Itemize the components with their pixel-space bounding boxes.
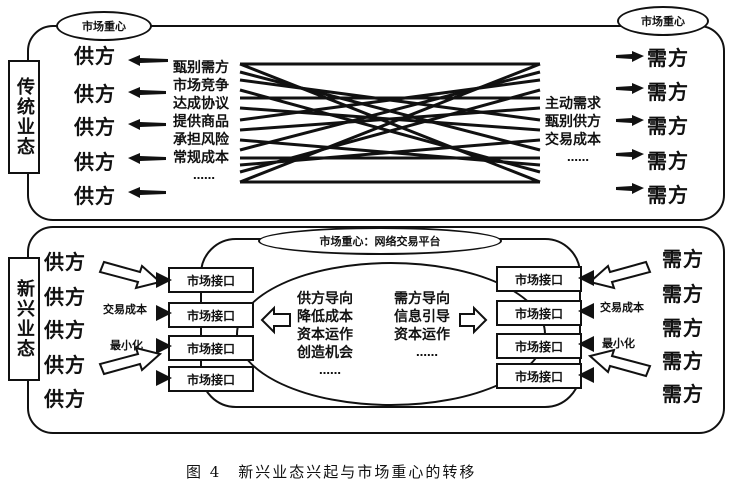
market-focus-oval-right: 市场重心 <box>617 6 709 36</box>
guide-arrows <box>260 305 488 335</box>
market-interface-left: 市场接口 <box>168 302 254 328</box>
platform-inner-oval <box>236 262 546 406</box>
cost-label-left: 交易成本 <box>103 303 147 316</box>
demand-task: 交易成本 <box>545 132 601 148</box>
supply-arrows-top <box>128 55 168 198</box>
demand-label: 需方 <box>662 282 704 306</box>
hollow-arrow-icon <box>98 346 163 376</box>
demand-label: 需方 <box>647 114 689 138</box>
demand-arrows-bottom <box>587 260 652 378</box>
supply-label: 供方 <box>74 44 116 68</box>
demand-guide-list: 需方导向 信息引导 资本运作 …… <box>394 290 450 362</box>
left-arrow-icon <box>128 153 166 164</box>
supply-task: 市场竞争 <box>173 78 229 94</box>
supply-label: 供方 <box>74 150 116 174</box>
supply-label: 供方 <box>44 250 86 274</box>
market-interface-right: 市场接口 <box>496 333 582 359</box>
demand-guide-item: …… <box>416 346 438 359</box>
supply-task: 提供商品 <box>173 114 229 130</box>
supply-task: 承担风险 <box>173 132 229 148</box>
interface-connectors <box>156 270 594 386</box>
platform-title-oval: 市场重心：网络交易平台 <box>258 227 502 255</box>
network-line <box>239 70 541 152</box>
demand-arrows-top <box>616 51 644 194</box>
supply-label: 供方 <box>74 184 116 208</box>
network-line <box>239 78 541 122</box>
supply-label: 供方 <box>44 285 86 309</box>
demand-label: 需方 <box>662 349 704 373</box>
left-arrow-icon <box>128 87 166 98</box>
supply-task: 常规成本 <box>173 150 229 166</box>
market-interface-right: 市场接口 <box>496 300 582 326</box>
right-arrow-icon <box>616 183 644 194</box>
market-interface-right: 市场接口 <box>496 266 582 292</box>
supply-label: 供方 <box>44 318 86 342</box>
demand-label: 需方 <box>662 316 704 340</box>
network-line <box>239 138 541 167</box>
demand-task-list: 主动需求 甄别供方 交易成本 …… <box>545 95 601 167</box>
traditional-label: 传统业态 <box>8 60 40 174</box>
supply-guide-item: 资本运作 <box>297 327 353 343</box>
hollow-arrow-icon <box>587 260 652 290</box>
demand-task: …… <box>567 151 589 164</box>
figure-caption: 图 4 新兴业态兴起与市场重心的转移 <box>186 463 477 481</box>
network-line <box>239 106 541 132</box>
supply-task: 达成协议 <box>173 96 229 112</box>
left-arrow-icon <box>128 119 166 130</box>
demand-label: 需方 <box>647 46 689 70</box>
hollow-left-arrow-icon <box>260 305 291 335</box>
left-arrow-icon <box>128 187 166 198</box>
supply-arrows-bottom <box>98 260 163 376</box>
demand-task: 甄别供方 <box>545 114 601 130</box>
right-arrow-icon <box>616 83 644 94</box>
demand-label: 需方 <box>662 247 704 271</box>
demand-guide-item: 需方导向 <box>394 291 450 307</box>
supply-guide-list: 供方导向 降低成本 资本运作 创造机会 …… <box>297 290 353 380</box>
supply-task: 甄别需方 <box>173 60 229 76</box>
demand-guide-item: 资本运作 <box>394 327 450 343</box>
supply-task: …… <box>193 169 215 182</box>
supply-label: 供方 <box>74 115 116 139</box>
demand-guide-item: 信息引导 <box>394 309 450 325</box>
supply-guide-item: 降低成本 <box>297 309 353 325</box>
right-arrow-icon <box>616 115 644 126</box>
supply-task-list: 甄别需方 市场竞争 达成协议 提供商品 承担风险 常规成本 …… <box>173 59 229 185</box>
supply-label: 供方 <box>44 353 86 377</box>
market-focus-oval-left: 市场重心 <box>56 11 152 41</box>
supply-guide-item: …… <box>319 364 341 377</box>
demand-label: 需方 <box>647 80 689 104</box>
transaction-network <box>239 62 541 184</box>
cost-minimize-left: 最小化 <box>110 339 143 352</box>
demand-label: 需方 <box>662 382 704 406</box>
supply-label: 供方 <box>44 387 86 411</box>
demand-label: 需方 <box>647 183 689 207</box>
left-arrow-icon <box>128 55 168 66</box>
hollow-right-arrow-icon <box>459 305 488 335</box>
supply-guide-item: 供方导向 <box>297 291 353 307</box>
demand-label: 需方 <box>647 149 689 173</box>
market-interface-left: 市场接口 <box>168 267 254 293</box>
supply-guide-item: 创造机会 <box>297 345 353 361</box>
cost-minimize-right: 最小化 <box>602 337 635 350</box>
hollow-arrow-icon <box>587 348 652 378</box>
hollow-arrow-icon <box>98 260 163 290</box>
right-arrow-icon <box>616 149 644 160</box>
right-arrow-icon <box>616 51 644 62</box>
cost-label-right: 交易成本 <box>600 301 644 314</box>
emerging-label: 新兴业态 <box>8 257 40 381</box>
demand-task: 主动需求 <box>545 96 601 112</box>
supply-label: 供方 <box>74 82 116 106</box>
